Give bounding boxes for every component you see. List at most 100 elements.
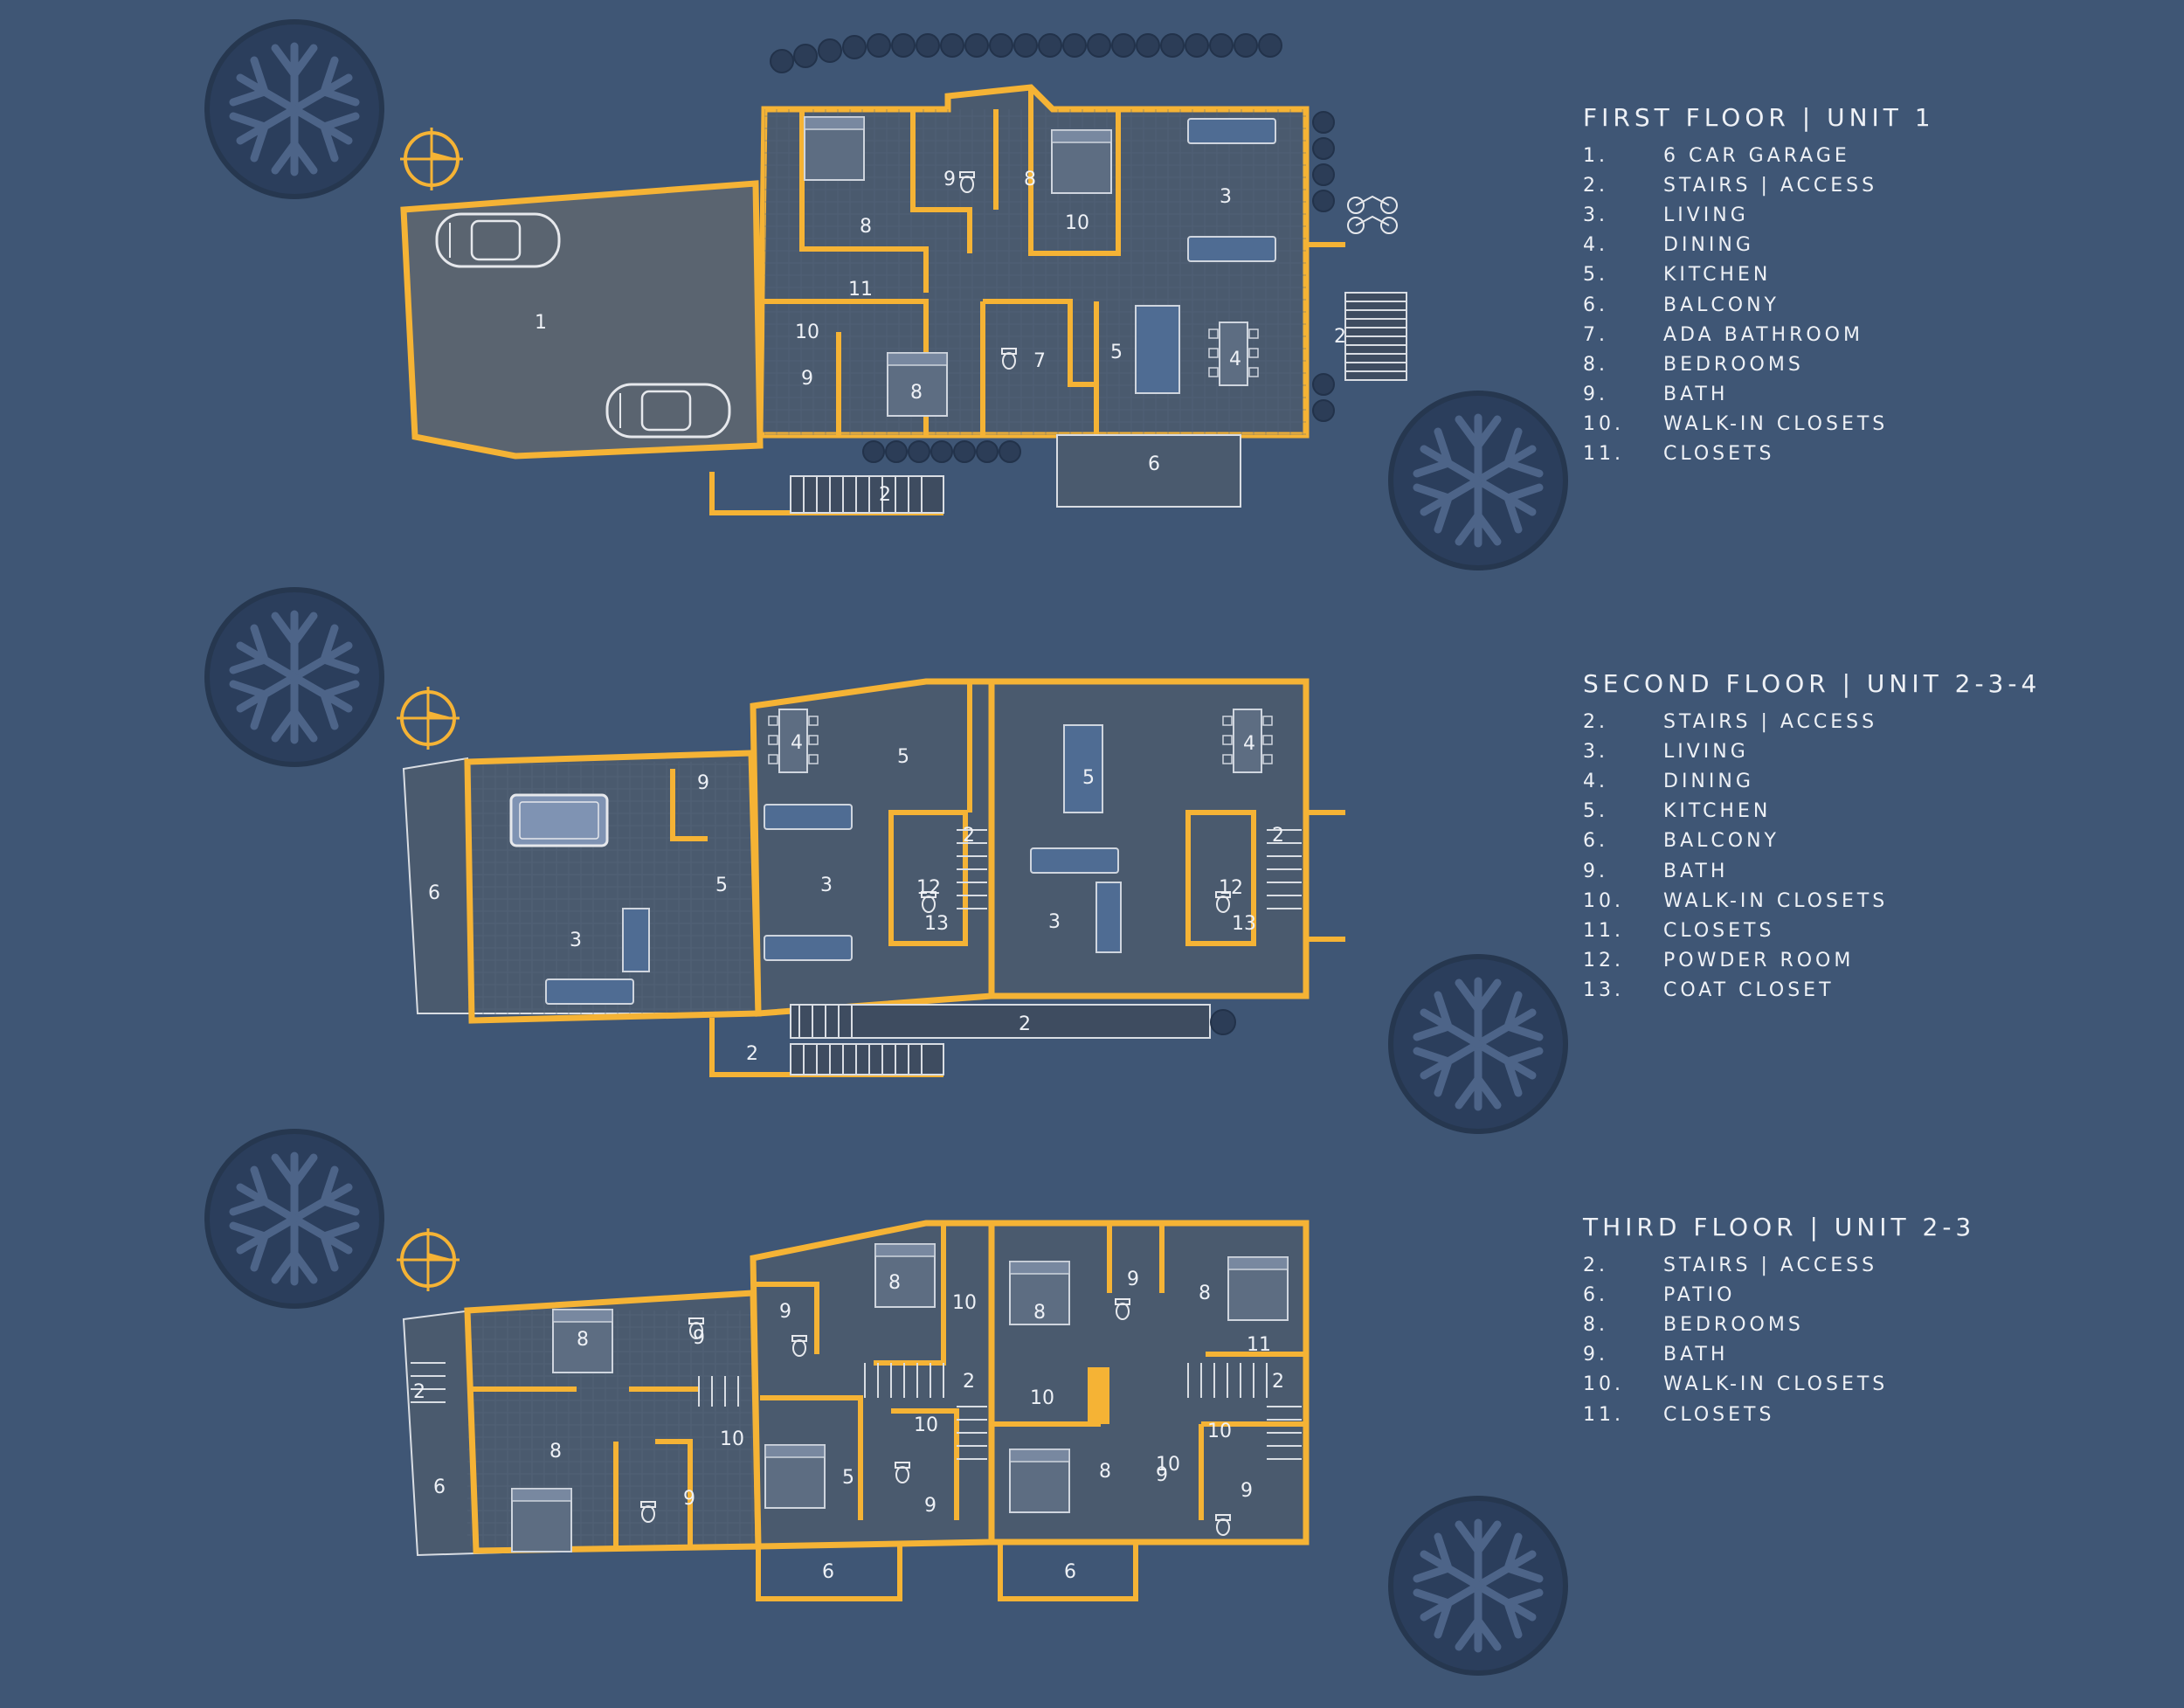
legend-number: 8. [1583, 353, 1608, 376]
room-label: 11 [848, 279, 873, 301]
room-label: 9 [943, 169, 956, 190]
column [1088, 1367, 1109, 1424]
second-floor-legend: SECOND FLOOR | UNIT 2-3-4 2.STAIRS | ACC… [1583, 669, 2041, 1006]
legend-item: 11.CLOSETS [1583, 1400, 1975, 1429]
room-label: 9 [697, 772, 709, 794]
legend-item: 4.DINING [1583, 766, 2041, 796]
legend-number: 1. [1583, 144, 1608, 167]
legend-title: SECOND FLOOR | UNIT 2-3-4 [1583, 669, 2042, 698]
room-label: 10 [1156, 1454, 1180, 1476]
room-label: 12 [916, 877, 941, 899]
legend-number: 4. [1583, 234, 1608, 257]
stairs-icon [411, 1362, 1302, 1460]
legend-number: 11. [1583, 919, 1624, 942]
legend-list: 2.STAIRS | ACCESS 3.LIVING 4.DINING 5.KI… [1583, 707, 2041, 1006]
legend-label: COAT CLOSET [1663, 979, 1835, 1002]
legend-item: 10.WALK-IN CLOSETS [1583, 886, 2041, 916]
legend-item: 9.BATH [1583, 856, 2041, 886]
second-floor-plan [402, 678, 1345, 1077]
legend-item: 11.CLOSETS [1583, 439, 1935, 469]
legend-item: 13. COAT CLOSET [1583, 976, 2041, 1006]
room-label: 5 [842, 1467, 854, 1489]
bed-icon [1009, 1449, 1070, 1513]
tree-icon [1391, 1498, 1565, 1673]
room-label: 2 [879, 484, 891, 506]
legend-label: KITCHEN [1663, 800, 1772, 823]
tree-icon [207, 590, 382, 764]
room-label: 10 [720, 1428, 744, 1450]
legend-number: 10. [1583, 413, 1624, 436]
legend-item: 8.BEDROOMS [1583, 1310, 1975, 1339]
legend-item: 12.POWDER ROOM [1583, 946, 2041, 976]
legend-label: KITCHEN [1663, 264, 1772, 287]
legend-label: WALK-IN CLOSETS [1663, 413, 1889, 436]
bed-icon [764, 1444, 826, 1509]
room-label: 5 [715, 875, 728, 896]
room-label: 9 [801, 368, 813, 390]
room-label: 12 [1219, 877, 1243, 899]
legend-number: 2. [1583, 174, 1608, 197]
room-label: 6 [1148, 453, 1160, 475]
kitchen-island [1063, 724, 1103, 813]
room-label: 6 [433, 1476, 446, 1498]
room-label: 2 [1019, 1013, 1031, 1035]
sofa-icon [1030, 847, 1119, 874]
hedge-row [1210, 1009, 1236, 1035]
legend-number: 9. [1583, 384, 1608, 406]
legend-number: 3. [1583, 204, 1608, 226]
north-arrow-icon [395, 1227, 461, 1293]
room-label: 8 [1024, 169, 1036, 190]
bed-icon [1227, 1256, 1289, 1321]
room-labels: 1 2 2 3 4 5 6 7 8 8 8 9 9 10 10 11 2 2 2… [413, 169, 1346, 1583]
legend-number: 8. [1583, 1313, 1608, 1336]
third-floor-legend: THIRD FLOOR | UNIT 2-3 2.STAIRS | ACCESS… [1583, 1213, 1975, 1429]
sofa-icon [1187, 118, 1276, 144]
legend-item: 10.WALK-IN CLOSETS [1583, 1370, 1975, 1400]
legend-item: 6.BALCONY [1583, 290, 1935, 320]
hedge-row [770, 33, 1335, 463]
sofa-icon [545, 978, 634, 1005]
room-label: 10 [952, 1292, 977, 1314]
legend-item: 8.BEDROOMS [1583, 349, 1935, 379]
room-label: 2 [746, 1043, 758, 1065]
room-label: 4 [791, 732, 803, 754]
legend-number: 12. [1583, 950, 1624, 972]
room-label: 2 [1272, 1371, 1284, 1393]
room-label: 11 [1247, 1334, 1271, 1356]
legend-label: BALCONY [1663, 294, 1780, 316]
legend-label: BATH [1663, 384, 1729, 406]
bed-icon [804, 116, 865, 181]
room-label: 8 [577, 1329, 589, 1351]
room-label: 9 [779, 1301, 791, 1323]
third-floor-walls [472, 1223, 1306, 1601]
legend-item: 7.ADA BATHROOM [1583, 320, 1935, 349]
room-label: 8 [910, 382, 923, 404]
legend-number: 9. [1583, 1344, 1608, 1366]
legend-number: 6. [1583, 830, 1608, 853]
room-label: 10 [1030, 1387, 1054, 1409]
room-label: 2 [963, 825, 975, 847]
legend-number: 9. [1583, 860, 1608, 882]
legend-list: 2.STAIRS | ACCESS 6.PATIO 8.BEDROOMS 9.B… [1583, 1250, 1975, 1429]
room-label: 1 [535, 312, 547, 334]
legend-label: STAIRS | ACCESS [1663, 1254, 1878, 1276]
room-label: 13 [1232, 913, 1256, 935]
legend-label: WALK-IN CLOSETS [1663, 889, 1889, 912]
room-label: 9 [693, 1327, 705, 1349]
room-label: 5 [897, 746, 909, 768]
legend-number: 13. [1583, 979, 1624, 1002]
room-label: 8 [549, 1441, 562, 1463]
bed-icon [1051, 129, 1112, 194]
room-label: 10 [1065, 212, 1089, 234]
room-label: 2 [413, 1381, 425, 1403]
third-floor-plan [402, 1220, 1310, 1601]
room-label: 7 [1033, 350, 1046, 372]
legend-label: STAIRS | ACCESS [1663, 710, 1878, 733]
room-label: 4 [1229, 349, 1241, 370]
bicycle-icon [1347, 195, 1398, 234]
legend-item: 6.BALCONY [1583, 826, 2041, 856]
legend-label: CLOSETS [1663, 919, 1775, 942]
room-label: 2 [1334, 326, 1346, 348]
room-label: 9 [683, 1488, 695, 1510]
legend-item: 2.STAIRS | ACCESS [1583, 170, 1935, 200]
